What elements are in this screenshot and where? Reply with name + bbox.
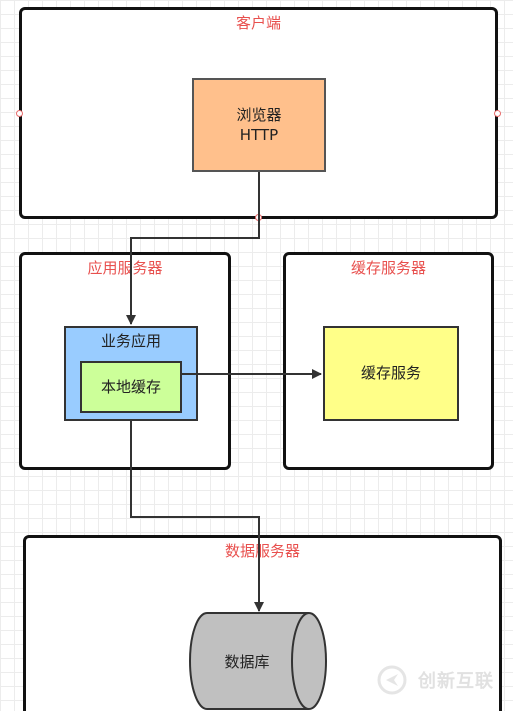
client-right-handle[interactable] bbox=[494, 110, 501, 117]
watermark: 创新互联 bbox=[376, 664, 494, 696]
browser-node[interactable]: 浏览器 HTTP bbox=[192, 78, 326, 172]
local-cache-label: 本地缓存 bbox=[100, 378, 161, 396]
browser-label: 浏览器 bbox=[236, 106, 282, 124]
watermark-logo-icon bbox=[377, 665, 407, 695]
client-title: 客户端 bbox=[235, 14, 281, 32]
cache-server-title: 缓存服务器 bbox=[350, 259, 426, 277]
watermark-text: 创新互联 bbox=[418, 671, 494, 692]
business-app-label: 业务应用 bbox=[100, 332, 161, 350]
data-server-title: 数据服务器 bbox=[224, 542, 300, 560]
local-cache-node[interactable]: 本地缓存 bbox=[80, 361, 182, 413]
client-bottom-handle[interactable] bbox=[255, 214, 262, 221]
app-server-title: 应用服务器 bbox=[87, 259, 163, 277]
browser-protocol-label: HTTP bbox=[239, 126, 279, 144]
cache-service-node[interactable]: 缓存服务 bbox=[323, 326, 459, 421]
cache-service-label: 缓存服务 bbox=[360, 364, 421, 382]
client-left-handle[interactable] bbox=[16, 110, 23, 117]
